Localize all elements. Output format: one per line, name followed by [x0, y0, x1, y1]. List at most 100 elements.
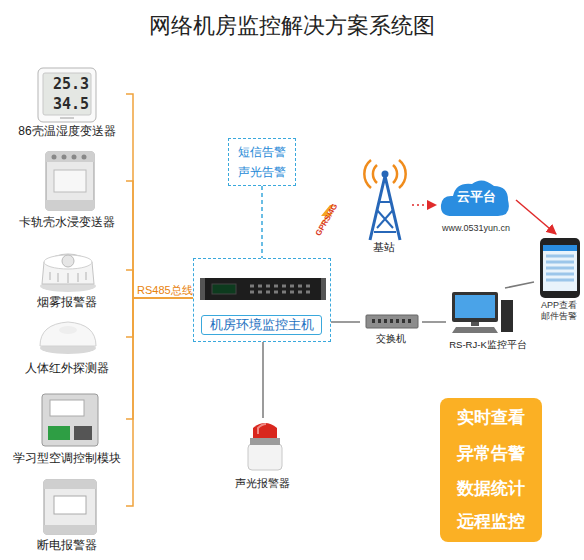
keyboard: [452, 327, 498, 333]
rack-ear: [200, 278, 205, 300]
ac-control-module: [42, 394, 98, 446]
terminal-band: [44, 525, 96, 534]
node-text: APP查看 邮件告警: [534, 300, 584, 322]
water-leak-transmitter: [46, 152, 94, 210]
screw: [72, 155, 77, 160]
front-ports: [250, 286, 310, 292]
phone-symbol: [540, 238, 580, 298]
alarm-base: [248, 444, 282, 470]
screw: [62, 155, 67, 160]
node-text: 云平台: [436, 188, 516, 206]
connector: [126, 94, 193, 298]
diagram-title: 网络机房监控解决方案系统图: [0, 10, 584, 42]
connector: [516, 200, 556, 234]
detector-dome: [40, 322, 96, 346]
node-text: 86壳温湿度变送器: [8, 122, 126, 140]
terminal-band: [46, 152, 94, 162]
connector: [126, 270, 193, 298]
device-node: 人体红外探测器: [8, 316, 126, 376]
computer-symbol: [452, 292, 513, 333]
detector-sensor: [62, 255, 74, 267]
terminal-band: [46, 200, 94, 210]
connector: [422, 321, 446, 323]
node-text: www.0531yun.cn: [436, 222, 516, 234]
connector: [126, 298, 193, 506]
sound-light-alarm-node: 声光报警器: [226, 418, 298, 490]
ir-head: [74, 426, 92, 440]
front-label: [50, 400, 84, 416]
rack-chassis: [200, 278, 326, 300]
node-text: 烟雾报警器: [8, 294, 126, 310]
detector-lens: [59, 326, 77, 334]
monitor-screen: [455, 295, 495, 318]
monitor-frame: [452, 292, 498, 322]
phone-screen: [543, 245, 577, 291]
connector: [261, 186, 263, 258]
power-failure-alarm: [44, 480, 96, 534]
connector: [262, 342, 264, 418]
switch-symbol: [366, 315, 418, 328]
device-body: [44, 480, 96, 534]
signal-label: GPRS/4G: [310, 197, 343, 243]
tower-symbol: [364, 160, 405, 240]
tower-legs: [370, 176, 400, 240]
bus-label: RS485总线: [137, 283, 193, 297]
phone-app: APP查看 邮件告警: [534, 234, 584, 324]
monitor-stand: [471, 322, 479, 326]
alarm-collar: [250, 438, 280, 445]
rack-ear: [321, 278, 326, 300]
terminal-block: [48, 426, 70, 440]
connector: [126, 298, 193, 419]
switch-ports: [372, 319, 411, 323]
node-text: 数据统计: [440, 478, 542, 500]
lcd-reading: 34.5: [44, 95, 89, 114]
node-text: 交换机: [360, 332, 422, 346]
lamp-highlight: [258, 424, 266, 434]
switch-chassis: [366, 315, 418, 328]
phone-body: [540, 238, 580, 298]
node-text: 远程监控: [440, 511, 542, 533]
node-text: 短信告警: [229, 143, 295, 161]
device-node: 学习型空调控制模块: [8, 390, 126, 466]
connector: [505, 282, 534, 288]
alarm-lamp: [253, 423, 277, 438]
front-window: [54, 496, 86, 514]
node-text: 人体红外探测器: [8, 360, 126, 376]
detector-vents: [50, 272, 86, 283]
node-text: 声光告警: [229, 163, 295, 181]
tower-antenna: [382, 171, 389, 178]
device-body: [38, 68, 96, 122]
radio-waves: [364, 160, 405, 188]
smoke-detector: [40, 254, 96, 292]
screw: [82, 155, 87, 160]
node-text: 实时查看: [440, 407, 542, 429]
thermo-hygrometer: [38, 68, 96, 122]
pc-tower: [501, 300, 513, 332]
feature-box: 实时查看异常告警数据统计远程监控: [440, 398, 542, 542]
connector: [331, 321, 360, 323]
node-text: 学习型空调控制模块: [8, 450, 126, 466]
base-station: 基站: [356, 160, 412, 256]
connector: [126, 298, 193, 337]
lcd-screen: [43, 73, 91, 115]
host-box: 机房环境监控主机: [193, 258, 331, 342]
terminal-band: [44, 480, 96, 489]
connector: [126, 181, 193, 298]
device-detail: [60, 117, 74, 119]
node-text: 基站: [356, 240, 412, 254]
monitor-platform: RS-RJ-K监控平台: [446, 288, 530, 354]
screen-rows: [546, 256, 574, 280]
node-text: 异常告警: [440, 443, 542, 465]
device-node: 断电报警器: [8, 476, 126, 554]
device-body: [42, 394, 98, 446]
node-text: RS-RJ-K监控平台: [446, 339, 530, 351]
device-node: 卡轨壳水浸变送器: [8, 150, 126, 232]
detector-top: [44, 255, 92, 269]
alarm-box: 短信告警声光告警: [228, 138, 296, 186]
switch-node: 交换机: [360, 312, 422, 346]
detector-body: [42, 254, 94, 284]
tower-lattice: [374, 202, 396, 232]
screw: [52, 155, 57, 160]
node-text: 卡轨壳水浸变送器: [8, 214, 126, 230]
